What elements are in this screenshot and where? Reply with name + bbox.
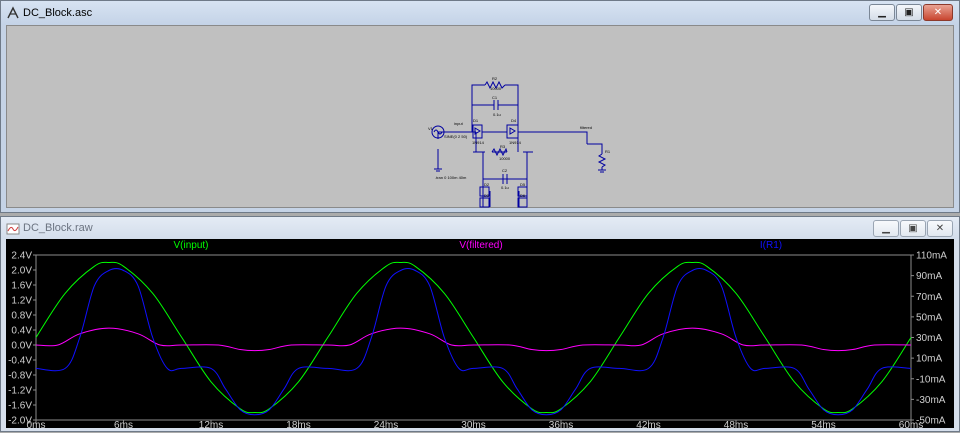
ground-symbol-source bbox=[434, 166, 442, 172]
waveform-plot-pane[interactable]: V(input) V(filtered) I(R1) 2.4V 2.0V 1.6V 1.2… bbox=[6, 239, 954, 431]
input-net-label: input bbox=[454, 121, 464, 126]
x-tick-label: 6ms bbox=[114, 420, 133, 428]
d1-label: D1 bbox=[473, 118, 479, 123]
y2-tick-label: 50mA bbox=[916, 312, 942, 323]
y-tick-label: 0.0V bbox=[11, 341, 32, 352]
y2-tick-label: 70mA bbox=[916, 292, 942, 303]
d6-diode[interactable] bbox=[517, 197, 528, 208]
ground-symbol bbox=[598, 167, 606, 173]
d6-label: D6 bbox=[520, 193, 526, 198]
d2-diode[interactable] bbox=[479, 186, 490, 197]
x-tick-label: 24ms bbox=[374, 420, 398, 428]
tran-directive[interactable]: .tran 0 100m 40m bbox=[435, 175, 467, 180]
y2-tick-label: 30mA bbox=[916, 333, 942, 344]
r3-resistor[interactable] bbox=[491, 147, 508, 157]
y-tick-label: 0.4V bbox=[11, 326, 32, 337]
c1-value: 0.1u bbox=[493, 112, 501, 117]
d4-label: D4 bbox=[511, 118, 517, 123]
x-tick-label: 30ms bbox=[461, 420, 485, 428]
r2-resistor[interactable] bbox=[484, 80, 506, 90]
d5-diode[interactable] bbox=[517, 186, 528, 197]
d1-value: 1N914 bbox=[472, 140, 485, 145]
y-tick-label: -1.2V bbox=[8, 386, 32, 397]
minimize-button[interactable]: ▁ bbox=[873, 220, 899, 237]
y-tick-label: 2.0V bbox=[11, 266, 32, 277]
v1-label: V1 bbox=[428, 126, 434, 131]
y-tick-label: -1.6V bbox=[8, 401, 32, 412]
trace-title[interactable]: V(input) bbox=[173, 240, 208, 251]
d4-diode[interactable] bbox=[506, 124, 519, 139]
schematic-titlebar[interactable]: DC_Block.asc ▁ ▣ ✕ bbox=[1, 1, 959, 25]
x-tick-label: 12ms bbox=[199, 420, 223, 428]
schematic-app-icon bbox=[7, 6, 19, 19]
y-tick-label: -2.0V bbox=[8, 416, 32, 427]
close-icon: ✕ bbox=[933, 7, 943, 18]
y2-tick-label: 10mA bbox=[916, 354, 942, 365]
minimize-button[interactable]: ▁ bbox=[869, 4, 895, 21]
schematic-drawing: R2 10000 C1 0.1u V1 input SINE(0 2 50) D… bbox=[428, 76, 611, 208]
r3-label: R3 bbox=[500, 144, 506, 149]
y2-tick-label: -30mA bbox=[916, 395, 946, 406]
schematic-canvas[interactable]: R2 10000 C1 0.1u V1 input SINE(0 2 50) D… bbox=[6, 25, 954, 208]
x-tick-label: 0ms bbox=[27, 420, 46, 428]
maximize-icon: ▣ bbox=[908, 223, 918, 234]
x-tick-label: 36ms bbox=[549, 420, 573, 428]
x-tick-label: 60ms bbox=[899, 420, 923, 428]
filtered-net-label: filtered bbox=[580, 125, 592, 130]
y-tick-label: -0.8V bbox=[8, 371, 32, 382]
c1-capacitor[interactable] bbox=[485, 100, 505, 110]
r1-resistor[interactable] bbox=[597, 153, 607, 168]
c1-label: C1 bbox=[492, 95, 498, 100]
y2-tick-label: 90mA bbox=[916, 271, 942, 282]
y-tick-label: 1.6V bbox=[11, 281, 32, 292]
minimize-icon: ▁ bbox=[882, 223, 890, 234]
y2-tick-label: -50mA bbox=[916, 416, 946, 427]
r1-label: R1 bbox=[605, 149, 611, 154]
c2-label: C2 bbox=[502, 168, 508, 173]
close-icon: ✕ bbox=[935, 223, 945, 234]
x-tick-label: 48ms bbox=[724, 420, 748, 428]
trace-title[interactable]: I(R1) bbox=[760, 240, 782, 251]
maximize-button[interactable]: ▣ bbox=[896, 4, 922, 21]
close-button[interactable]: ✕ bbox=[923, 4, 953, 21]
x-tick-label: 54ms bbox=[811, 420, 835, 428]
maximize-button[interactable]: ▣ bbox=[900, 220, 926, 237]
d2-label: D2 bbox=[484, 182, 490, 187]
r2-value: 10000 bbox=[490, 86, 502, 91]
y2-tick-label: 110mA bbox=[916, 251, 947, 262]
y-tick-label: 2.4V bbox=[11, 251, 32, 262]
trace-line[interactable] bbox=[35, 261, 912, 414]
trace-line[interactable] bbox=[35, 327, 912, 352]
trace-title[interactable]: V(filtered) bbox=[459, 240, 502, 251]
r3-value: 10000 bbox=[499, 156, 511, 161]
x-tick-label: 18ms bbox=[286, 420, 310, 428]
c2-value: 0.1u bbox=[501, 185, 509, 190]
schematic-window-title: DC_Block.asc bbox=[23, 7, 93, 19]
d5-label: D5 bbox=[520, 182, 526, 187]
y-tick-label: 0.8V bbox=[11, 311, 32, 322]
waveform-window: DC_Block.raw ▁ ▣ ✕ V(input) V(filtered) I(… bbox=[0, 216, 960, 432]
y-tick-label: 1.2V bbox=[11, 296, 32, 307]
d4-value: 1N914 bbox=[509, 140, 522, 145]
waveform-titlebar[interactable]: DC_Block.raw ▁ ▣ ✕ bbox=[1, 217, 959, 239]
waveform-app-icon bbox=[6, 223, 20, 235]
v1-value: SINE(0 2 50) bbox=[444, 134, 468, 139]
trace-line[interactable] bbox=[35, 268, 912, 416]
d3-label: D3 bbox=[484, 193, 490, 198]
y-tick-label: -0.4V bbox=[8, 356, 32, 367]
maximize-icon: ▣ bbox=[904, 7, 914, 18]
d3-diode[interactable] bbox=[479, 197, 490, 208]
d1-diode[interactable] bbox=[472, 124, 483, 139]
close-button[interactable]: ✕ bbox=[927, 220, 953, 237]
waveform-chart[interactable]: V(input) V(filtered) I(R1) 2.4V 2.0V 1.6V 1.2… bbox=[6, 239, 954, 431]
x-tick-label: 42ms bbox=[636, 420, 660, 428]
waveform-window-title: DC_Block.raw bbox=[23, 222, 93, 234]
c2-capacitor[interactable] bbox=[502, 174, 508, 184]
y2-tick-label: -10mA bbox=[916, 374, 946, 385]
r2-label: R2 bbox=[492, 76, 498, 81]
v1-source[interactable] bbox=[431, 125, 445, 139]
schematic-window: DC_Block.asc ▁ ▣ ✕ bbox=[0, 0, 960, 213]
minimize-icon: ▁ bbox=[878, 7, 886, 18]
